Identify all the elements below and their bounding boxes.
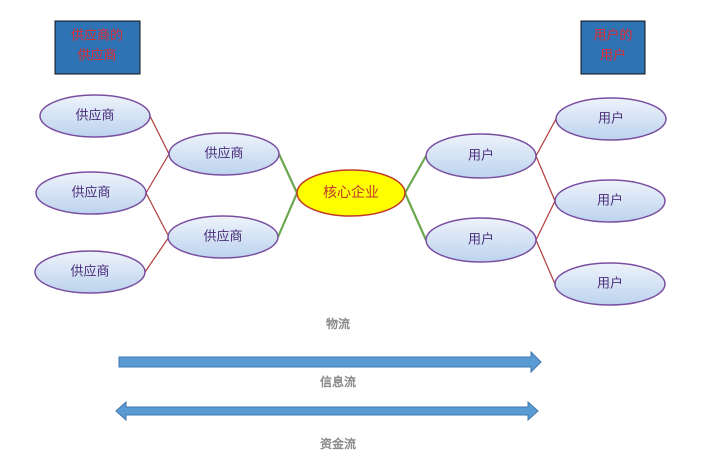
user-of-user-box: 用户的 用户 <box>580 20 646 75</box>
connector <box>535 239 556 285</box>
node-label: 供应商 <box>203 229 242 245</box>
connectors <box>144 115 557 285</box>
node-label: 供应商 <box>71 185 110 201</box>
node-label: 用户 <box>597 276 623 292</box>
supplier-of-supplier-box: 供应商的 供应商 <box>54 20 141 75</box>
box-label-line2: 用户 <box>600 48 626 64</box>
node-label: 用户 <box>598 111 624 127</box>
node-label: 供应商 <box>75 108 114 124</box>
box-label-line1: 供应商的 <box>71 28 123 44</box>
supplier-node: 供应商 <box>167 215 279 259</box>
material-flow-label: 物流 <box>326 316 350 331</box>
node-label: 用户 <box>597 193 623 209</box>
node-label: 用户 <box>468 148 494 164</box>
information-flow-label: 信息流 <box>320 374 356 389</box>
connector <box>535 155 556 202</box>
box-label-line2: 供应商 <box>77 48 116 64</box>
connector <box>144 236 170 273</box>
connector <box>276 192 299 238</box>
material-flow-arrow <box>118 350 542 374</box>
user-node: 用户 <box>554 262 666 306</box>
user-node: 用户 <box>425 133 537 179</box>
connector <box>145 192 170 238</box>
box-label-line1: 用户的 <box>593 28 632 44</box>
user-node: 用户 <box>555 97 667 141</box>
capital-flow-label: 资金流 <box>320 436 356 451</box>
supplier-node: 供应商 <box>39 94 151 138</box>
information-flow-arrow <box>115 400 539 422</box>
node-label: 用户 <box>468 232 494 248</box>
supplier-node: 供应商 <box>34 250 146 294</box>
core-enterprise-node: 核心企业 <box>296 169 406 217</box>
connector <box>535 118 557 157</box>
user-node: 用户 <box>554 179 666 223</box>
supplier-node: 供应商 <box>168 132 280 176</box>
connector <box>278 153 298 194</box>
core-label: 核心企业 <box>323 184 379 201</box>
node-label: 供应商 <box>204 146 243 162</box>
user-node: 用户 <box>425 217 537 263</box>
connector <box>535 200 556 241</box>
connector <box>403 192 428 241</box>
supplier-node: 供应商 <box>35 171 147 215</box>
connector <box>149 115 170 155</box>
node-label: 供应商 <box>70 264 109 280</box>
connector <box>145 153 170 194</box>
connector <box>404 155 427 194</box>
